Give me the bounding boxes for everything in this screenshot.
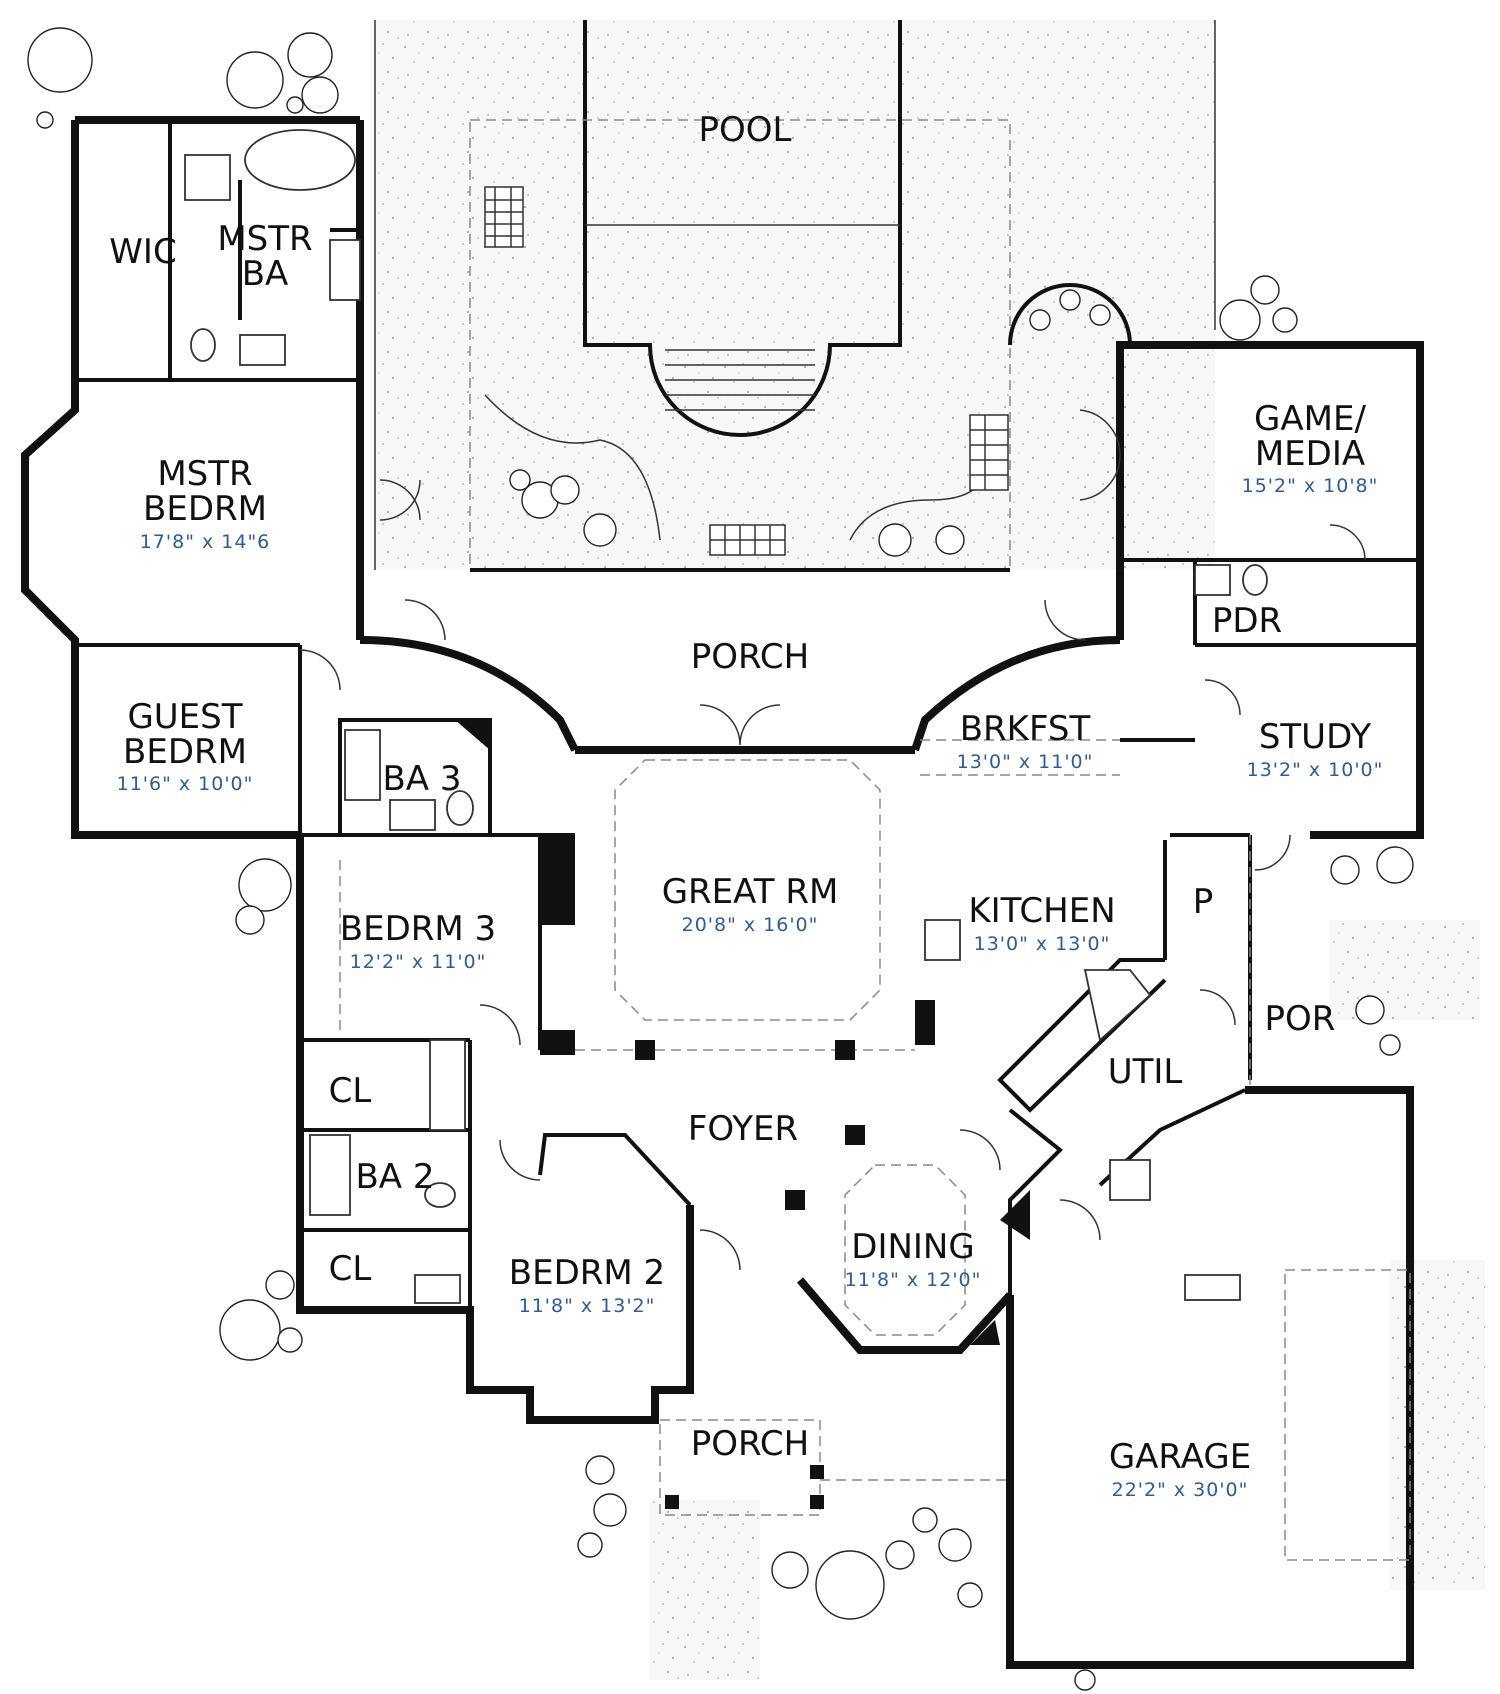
dashed-lines bbox=[339, 739, 1411, 1561]
label-great-rm: GREAT RM bbox=[662, 872, 839, 912]
dims-study: 13'2" x 10'0" bbox=[1247, 759, 1384, 781]
pool bbox=[583, 20, 902, 437]
label-mstr-bedrm-line2: BEDRM bbox=[143, 489, 267, 529]
brick-pads bbox=[484, 186, 1009, 556]
label-pdr: PDR bbox=[1212, 601, 1282, 641]
label-mstr-bedrm-line1: MSTR bbox=[157, 454, 252, 494]
dims-guest-bedrm: 11'6" x 10'0" bbox=[117, 773, 254, 795]
label-util: UTIL bbox=[1108, 1052, 1183, 1092]
fixtures bbox=[184, 129, 1268, 1304]
dims-great-rm: 20'8" x 16'0" bbox=[682, 914, 819, 936]
label-wic: WIC bbox=[109, 232, 176, 272]
label-game-media-line2: MEDIA bbox=[1255, 434, 1365, 474]
dims-game-media: 15'2" x 10'8" bbox=[1242, 475, 1379, 497]
dims-kitchen: 13'0" x 13'0" bbox=[974, 933, 1111, 955]
label-cl-upper: CL bbox=[329, 1071, 372, 1111]
dims-bedrm2: 11'8" x 13'2" bbox=[519, 1295, 656, 1317]
dims-garage: 22'2" x 30'0" bbox=[1112, 1479, 1249, 1501]
label-bedrm3: BEDRM 3 bbox=[340, 909, 496, 949]
label-pool: POOL bbox=[699, 110, 792, 150]
label-guest-bedrm-line1: GUEST bbox=[127, 697, 242, 737]
label-dining: DINING bbox=[851, 1227, 974, 1267]
trees bbox=[27, 27, 1414, 1691]
dims-dining: 11'8" x 12'0" bbox=[845, 1269, 982, 1291]
label-mstr-ba-line2: BA bbox=[242, 254, 289, 294]
label-foyer: FOYER bbox=[688, 1109, 798, 1149]
room-labels: POOL WIC MSTR BA MSTR BEDRM 17'8" x 14"6… bbox=[109, 110, 1384, 1501]
label-ba2: BA 2 bbox=[355, 1157, 434, 1197]
label-game-media-line1: GAME/ bbox=[1254, 399, 1366, 439]
label-porch-front: PORCH bbox=[691, 1424, 810, 1464]
label-guest-bedrm-line2: BEDRM bbox=[123, 732, 247, 772]
label-garage: GARAGE bbox=[1109, 1437, 1251, 1477]
dims-mstr-bedrm: 17'8" x 14"6 bbox=[140, 531, 271, 553]
dims-bedrm3: 12'2" x 11'0" bbox=[350, 951, 487, 973]
label-bedrm2: BEDRM 2 bbox=[509, 1253, 665, 1293]
label-cl-lower: CL bbox=[329, 1249, 372, 1289]
exterior-walls bbox=[21, 116, 1424, 1669]
label-study: STUDY bbox=[1259, 717, 1372, 757]
dims-brkfst: 13'0" x 11'0" bbox=[957, 751, 1094, 773]
label-brkfst: BRKFST bbox=[960, 709, 1091, 749]
planter bbox=[1008, 283, 1132, 346]
label-pantry: P bbox=[1193, 882, 1214, 922]
label-kitchen: KITCHEN bbox=[968, 891, 1115, 931]
label-mstr-ba-line1: MSTR bbox=[217, 219, 312, 259]
doors bbox=[299, 409, 1366, 1271]
label-ba3: BA 3 bbox=[382, 759, 461, 799]
label-por: POR bbox=[1265, 999, 1336, 1039]
columns bbox=[455, 720, 1030, 1509]
label-porch-rear: PORCH bbox=[691, 637, 810, 677]
